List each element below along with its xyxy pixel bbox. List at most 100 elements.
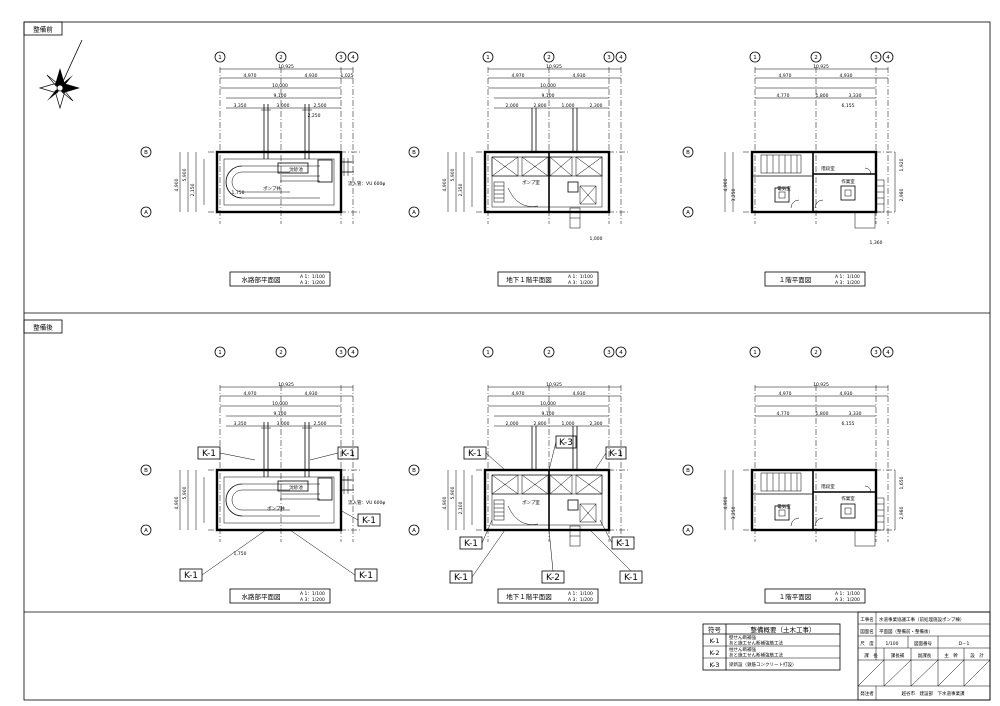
- svg-text:4,970: 4,970: [244, 391, 257, 397]
- svg-text:10,925: 10,925: [813, 64, 829, 70]
- section-before-tab: [23, 21, 63, 36]
- svg-text:4,900: 4,900: [723, 178, 729, 191]
- svg-text:2,800: 2,800: [534, 103, 547, 109]
- svg-text:10,000: 10,000: [540, 83, 556, 89]
- svg-text:副課長: 副課長: [918, 652, 932, 659]
- svg-text:電気室: 電気室: [777, 185, 791, 192]
- title-block: 工事名 水道事業協議工事（前処理施設ポンプ棟） 図面名 平面図（整備前・整備後）…: [857, 611, 991, 701]
- svg-text:1,650: 1,650: [899, 476, 905, 489]
- svg-text:設 計: 設 計: [970, 652, 984, 659]
- svg-text:10,925: 10,925: [278, 382, 294, 388]
- tag-k1: K-1: [184, 571, 198, 581]
- svg-text:電気室: 電気室: [777, 503, 791, 510]
- svg-text:4,900: 4,900: [723, 496, 729, 509]
- after-plan-channel: 1 2 3 4 B A 10,925 4,970 4,930 10,000 9,…: [140, 346, 385, 604]
- svg-text:3: 3: [607, 350, 611, 356]
- svg-text:2,300: 2,300: [590, 103, 603, 109]
- svg-text:A: A: [686, 528, 690, 534]
- svg-text:水路部平面図: 水路部平面図: [242, 275, 281, 284]
- svg-text:3: 3: [874, 55, 878, 61]
- svg-text:10,925: 10,925: [546, 64, 562, 70]
- svg-text:10,925: 10,925: [813, 382, 829, 388]
- svg-text:A 3：1/200: A 3：1/200: [835, 280, 860, 286]
- svg-text:3,330: 3,330: [849, 411, 862, 417]
- section-before-label: 整備前: [33, 25, 53, 34]
- svg-text:2,500: 2,500: [314, 103, 327, 109]
- svg-text:6,155: 6,155: [842, 103, 855, 109]
- svg-text:9,100: 9,100: [542, 93, 555, 99]
- tag-k1: K-1: [359, 571, 373, 581]
- svg-text:A 1：1/100: A 1：1/100: [835, 274, 860, 280]
- svg-text:平面図（整備前・整備後）: 平面図（整備前・整備後）: [879, 628, 933, 635]
- svg-text:4,930: 4,930: [840, 391, 853, 397]
- svg-text:1: 1: [218, 55, 222, 61]
- svg-text:1,360: 1,360: [870, 240, 883, 246]
- title-box: [764, 271, 866, 287]
- svg-text:3: 3: [339, 350, 343, 356]
- svg-text:4: 4: [619, 55, 623, 61]
- after-plan-ground: 1 2 3 4 B A 10,925 4,970 4,930 4,770 1,8…: [682, 346, 905, 604]
- tag-k1: K-1: [464, 539, 478, 549]
- svg-text:A 3：1/200: A 3：1/200: [835, 597, 860, 603]
- sheet-border: [23, 21, 991, 701]
- tag-k1: K-1: [454, 573, 468, 583]
- svg-text:1: 1: [486, 350, 490, 356]
- svg-text:3,000: 3,000: [277, 103, 290, 109]
- svg-text:A 1：1/100: A 1：1/100: [835, 591, 860, 597]
- svg-text:ポンプ井: ポンプ井: [263, 185, 281, 192]
- svg-text:沈砂池: 沈砂池: [289, 166, 303, 173]
- svg-text:B: B: [686, 468, 690, 474]
- svg-text:越谷市 建設部 下水道事業課: 越谷市 建設部 下水道事業課: [902, 690, 965, 697]
- svg-text:4,970: 4,970: [512, 73, 525, 79]
- svg-text:A 3：1/200: A 3：1/200: [568, 597, 593, 603]
- svg-text:あと施工せん断補強筋工法: あと施工せん断補強筋工法: [729, 652, 783, 659]
- tag-k1: K-1: [362, 516, 376, 526]
- section-after-label: 整備後: [33, 323, 53, 332]
- svg-text:4,770: 4,770: [777, 411, 790, 417]
- svg-text:１階平面図: １階平面図: [779, 275, 812, 284]
- svg-text:4: 4: [351, 55, 355, 61]
- svg-text:4,900: 4,900: [442, 178, 448, 191]
- svg-text:5,900: 5,900: [450, 486, 456, 499]
- svg-text:作業室: 作業室: [841, 178, 855, 185]
- svg-text:2,150: 2,150: [190, 183, 196, 196]
- svg-text:B: B: [144, 468, 148, 474]
- svg-text:K-1: K-1: [709, 637, 719, 645]
- north-arrow-icon: [38, 39, 83, 110]
- svg-text:9,100: 9,100: [274, 411, 287, 417]
- svg-text:3,350: 3,350: [234, 421, 247, 427]
- svg-text:4,930: 4,930: [305, 73, 318, 79]
- svg-text:10,000: 10,000: [540, 401, 556, 407]
- svg-text:A: A: [144, 210, 148, 216]
- tag-k1: K-1: [468, 449, 482, 459]
- svg-text:階段室: 階段室: [821, 483, 835, 490]
- svg-text:3,330: 3,330: [849, 93, 862, 99]
- svg-text:2,100: 2,100: [458, 501, 464, 514]
- svg-text:4,970: 4,970: [512, 391, 525, 397]
- svg-text:5,900: 5,900: [450, 168, 456, 181]
- before-plan-basement: 1 2 3 4 B A 10,925 4,970 4,930 10,000 9,…: [408, 51, 630, 287]
- title-box: [229, 271, 331, 287]
- svg-text:工事名: 工事名: [860, 616, 874, 623]
- legend-table: 符号 整備概要（土木工事） K-1 壁せん断補強 あと施工せん断補強筋工法 K-…: [702, 623, 841, 671]
- svg-text:4,900: 4,900: [174, 178, 180, 191]
- legend-header-desc: 整備概要（土木工事）: [751, 625, 816, 634]
- svg-text:A 1：1/100: A 1：1/100: [568, 274, 593, 280]
- svg-text:階段室: 階段室: [821, 165, 835, 172]
- svg-text:3: 3: [607, 55, 611, 61]
- svg-text:D－1: D－1: [959, 641, 970, 647]
- svg-text:2: 2: [279, 350, 283, 356]
- svg-text:1: 1: [218, 350, 222, 356]
- svg-text:柱せん断補強: 柱せん断補強: [729, 646, 756, 653]
- title-box: [764, 588, 866, 604]
- svg-text:ポンプ井: ポンプ井: [267, 505, 285, 512]
- svg-text:9,100: 9,100: [542, 411, 555, 417]
- svg-text:地下１階平面図: 地下１階平面図: [506, 592, 552, 601]
- tag-k2: K-2: [546, 573, 560, 583]
- svg-text:4: 4: [351, 350, 355, 356]
- title-box: [229, 588, 331, 604]
- svg-text:2,000: 2,000: [506, 103, 519, 109]
- legend-header-code: 符号: [708, 625, 722, 634]
- svg-text:4,900: 4,900: [442, 496, 448, 509]
